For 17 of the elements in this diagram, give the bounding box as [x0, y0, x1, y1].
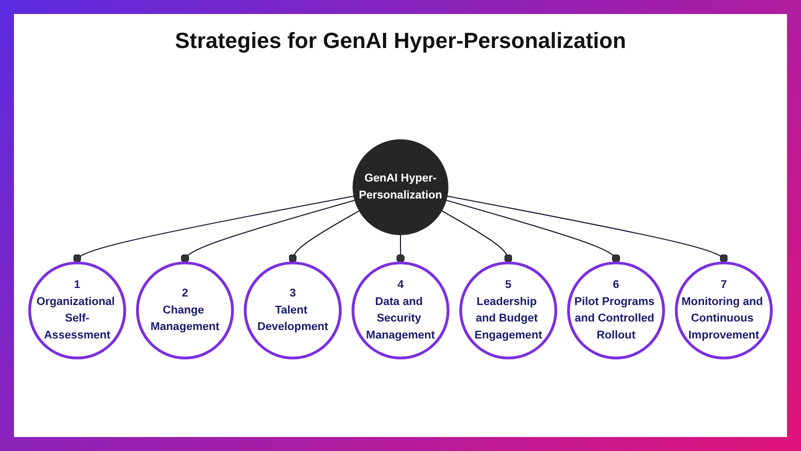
connector [180, 199, 355, 263]
diagram-title: Strategies for GenAI Hyper-Personalization [174, 28, 628, 54]
node-circle [244, 261, 342, 360]
node-circle [567, 261, 665, 360]
node-circle [352, 261, 450, 360]
connector [396, 234, 405, 263]
card-background: Strategies for GenAI Hyper-Personalization GenAI Hyper-Personalization 1 Organizational Self-Assessment 2 Change Management 3 Talent Development 4 Data and Security Management 5 Leadership and Budget Engagement 6 Pilot Programs and Controlled Rollout 7 Monitoring and Continuous Improvement [14, 14, 787, 437]
connector [288, 210, 360, 263]
connector [442, 210, 513, 263]
node-circle [459, 261, 558, 360]
node-circle [136, 261, 234, 360]
node-circle [28, 261, 126, 360]
node-circle [674, 261, 773, 360]
connector [72, 195, 354, 263]
connector [447, 195, 728, 263]
connector [446, 199, 620, 263]
node-circle [352, 138, 448, 235]
